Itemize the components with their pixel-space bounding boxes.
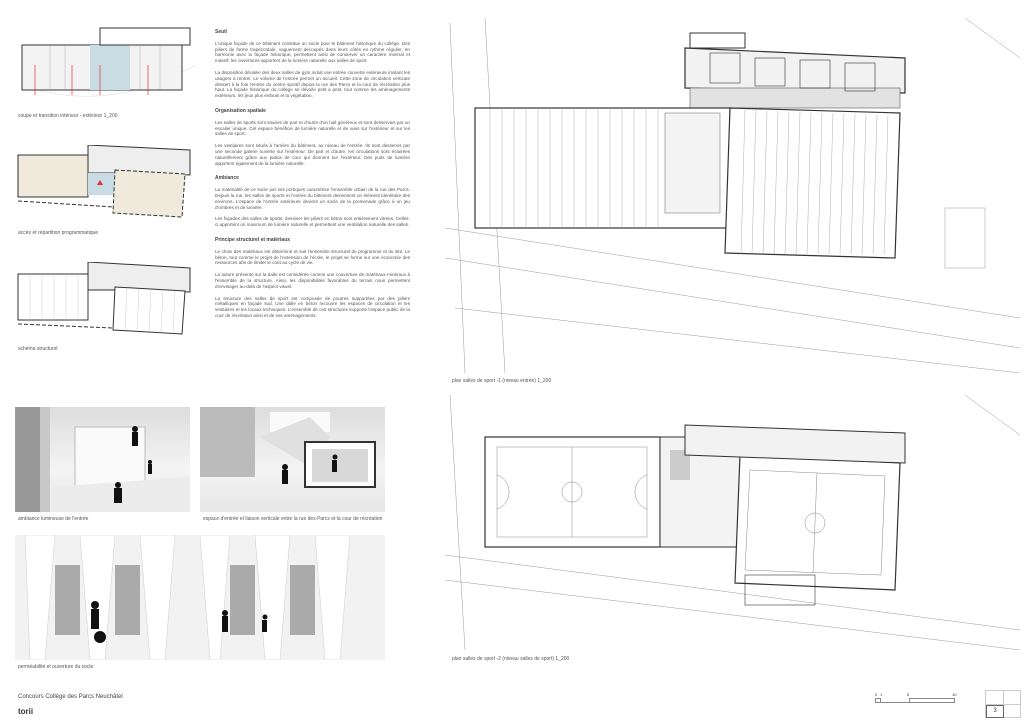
section-diagram <box>19 27 196 97</box>
paragraph: Le choix des matériaux est déterminé et … <box>215 248 410 266</box>
structural-rib <box>839 113 845 255</box>
structural-rib <box>751 110 757 255</box>
heading-organisation: Organisation spatiale <box>215 107 266 114</box>
structural-rib <box>806 112 812 255</box>
project-title: Concours Collège des Parcs Neuchâtel <box>18 694 123 700</box>
floor-plan-level-1 <box>445 18 1020 373</box>
paragraph: Les salles de sports sont situées de par… <box>215 119 410 137</box>
heading-structure: Principe structurel et matériaux <box>215 236 291 243</box>
paragraph: La structure des salles de sport est com… <box>215 295 410 318</box>
description-text: Seuil L'unique façade de ce bâtiment con… <box>215 29 410 329</box>
structural-rib <box>850 113 856 255</box>
caption-structure: schéma structurel <box>18 346 58 352</box>
paragraph: La matérialité de ce socle par ses porti… <box>215 187 410 210</box>
caption-section: coupe et transition intérieur - extérieu… <box>18 113 118 119</box>
structural-rib <box>817 112 823 255</box>
structural-rib <box>795 111 801 255</box>
structural-rib <box>762 110 768 255</box>
paragraph: L'unique façade de ce bâtiment constitue… <box>215 40 410 64</box>
caption-render-3: perméabilité et ouverture du socle <box>18 664 94 670</box>
render-permeability <box>15 535 385 660</box>
structural-rib <box>883 115 889 255</box>
structural-rib <box>828 113 834 255</box>
scale-label: 10 <box>952 692 957 697</box>
paragraph: Les façades des salles de sports, dessin… <box>215 216 410 228</box>
floor-plan-level-2 <box>445 395 1020 650</box>
caption-program: accès et répartition programmatique <box>18 230 99 236</box>
program-diagram <box>17 145 191 218</box>
scale-bar: 0 1 5 10 <box>875 692 960 706</box>
brand-logo: torii <box>18 707 34 716</box>
paragraph: La toiture présente sur la dalle est con… <box>215 272 410 289</box>
page-index: 3 <box>985 690 1021 718</box>
heading-seuil: Seuil <box>215 29 227 35</box>
structure-diagram <box>17 262 191 335</box>
paragraph: La disposition décalée des deux salles d… <box>215 69 410 99</box>
page-number: 3 <box>986 705 1004 718</box>
caption-plan-level-1: plan salles de sport -1 (niveau entrée) … <box>452 378 552 384</box>
paragraph: Les vestiaires sont situés à l'arrière d… <box>215 143 410 166</box>
caption-render-1: ambiance lumineuse de l'entrée <box>18 516 89 522</box>
scale-label: 0 <box>875 692 878 697</box>
caption-plan-level-2: plan salles de sport -2 (niveau salles d… <box>452 656 570 662</box>
render-entrance-light <box>15 407 190 512</box>
caption-render-2: espace d'entrée et liaison verticale ent… <box>203 516 383 522</box>
heading-ambiance: Ambiance <box>215 175 239 182</box>
scale-label: 5 <box>907 692 910 697</box>
structural-rib <box>740 109 746 255</box>
structural-rib <box>872 114 878 255</box>
structural-rib <box>773 111 779 255</box>
structural-rib <box>861 114 867 255</box>
scale-label: 1 <box>880 692 883 697</box>
render-entrance-space <box>200 407 385 512</box>
structural-rib <box>784 111 790 255</box>
